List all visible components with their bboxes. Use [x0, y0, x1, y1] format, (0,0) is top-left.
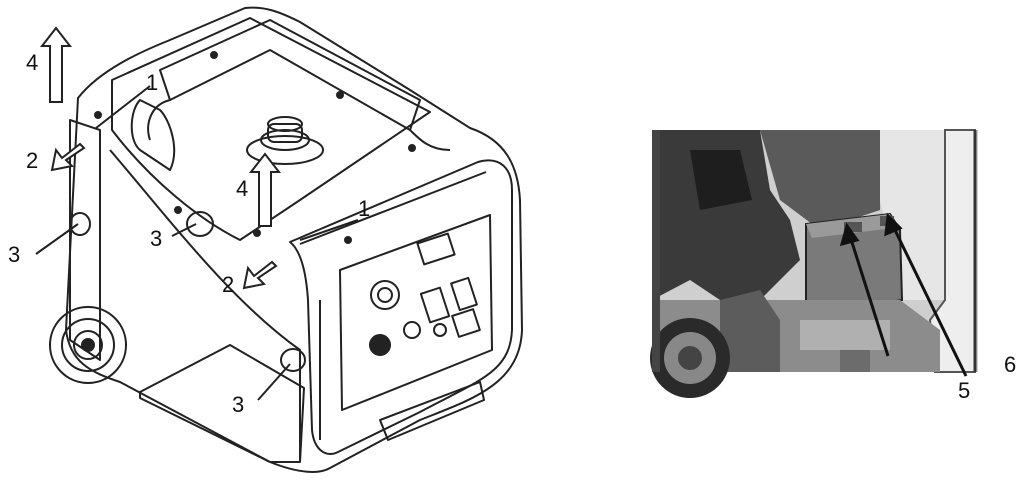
lift-arrow-icon — [248, 152, 282, 227]
battery-closeup-photo — [650, 129, 978, 398]
callout-5: 5 — [958, 378, 970, 403]
callout-4-left: 4 — [26, 50, 38, 75]
callout-3-left: 3 — [8, 242, 20, 267]
callout-2-middle: 2 — [222, 272, 234, 297]
callout-3-middle: 3 — [150, 226, 162, 251]
lift-arrow-icon — [39, 26, 73, 103]
slide-arrow-icon — [50, 142, 86, 172]
callout-6: 6 — [1004, 352, 1016, 377]
callout-2-left: 2 — [26, 148, 38, 173]
callout-1-top: 1 — [146, 70, 158, 95]
generator-drawing — [49, 6, 523, 473]
leader-lines — [35, 85, 359, 401]
pointer-arrows — [839, 212, 968, 377]
callout-4-middle: 4 — [236, 176, 248, 201]
callout-1-middle: 1 — [358, 196, 370, 221]
callout-3-bottom: 3 — [232, 392, 244, 417]
slide-arrow-icon — [242, 260, 278, 290]
